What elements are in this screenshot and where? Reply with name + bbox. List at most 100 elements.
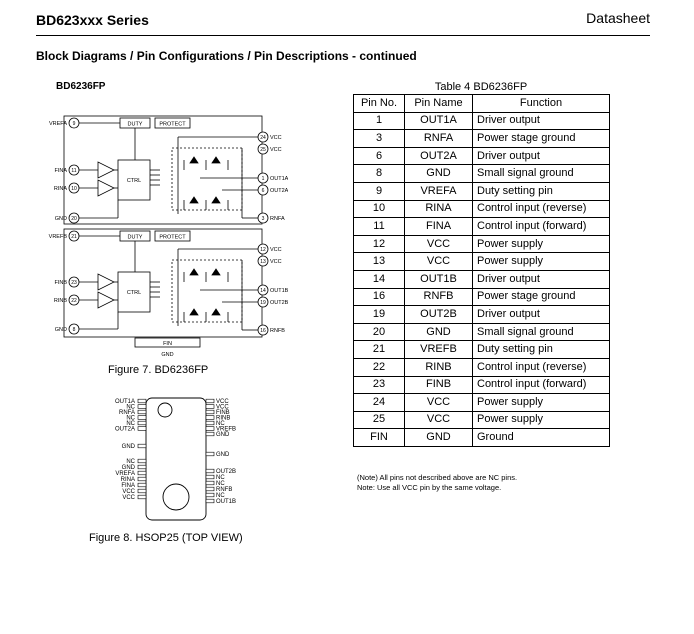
package-pin-right xyxy=(205,420,215,426)
package-pin-right xyxy=(205,404,215,409)
pin-name-cell: GND xyxy=(404,322,473,342)
package-body xyxy=(145,397,207,521)
duty-label-a: DUTY xyxy=(128,122,143,128)
function-cell: Control input (forward) xyxy=(472,217,610,236)
header-pin-no: Pin No. xyxy=(353,94,405,113)
pin-name-cell: VCC xyxy=(404,393,473,412)
package-pin-left xyxy=(137,409,147,415)
pin-number-cell: 14 xyxy=(353,269,405,289)
left-pin-number: 22 xyxy=(71,298,77,304)
right-pin-name: OUT2B xyxy=(270,300,288,306)
function-cell: Power stage ground xyxy=(472,287,610,307)
note-vcc: Note: Use all VCC pin by the same voltag… xyxy=(357,483,502,492)
package-pin-label-right: NC xyxy=(216,475,225,481)
pin-number-cell: 6 xyxy=(353,146,405,166)
pin-name-cell: RINA xyxy=(404,199,473,219)
package-pin-label-right: VREFB xyxy=(216,427,236,433)
right-pin-number: 12 xyxy=(260,247,266,253)
package-pin-right xyxy=(205,415,215,420)
right-pin-name: OUT1A xyxy=(270,176,288,182)
figure7-caption: Figure 7. BD6236FP xyxy=(108,364,209,376)
right-pin-name: VCC xyxy=(270,135,282,141)
right-pin-name: OUT1B xyxy=(270,288,288,294)
function-cell: Power supply xyxy=(472,252,610,271)
package-pin-label-left: GND xyxy=(122,465,136,471)
package-pin-left xyxy=(137,494,147,500)
right-pin-name: VCC xyxy=(270,247,282,253)
function-cell: Small signal ground xyxy=(472,164,610,183)
protect-box-b xyxy=(154,230,191,242)
right-pin-circle xyxy=(257,324,269,336)
left-pin-number: 9 xyxy=(73,121,76,127)
function-cell: Power supply xyxy=(472,410,610,430)
right-pin-number: 13 xyxy=(260,259,266,265)
right-pin-name: VCC xyxy=(270,259,282,265)
left-pin-number: 20 xyxy=(71,216,77,222)
left-pin-circle xyxy=(68,323,80,335)
package-pin-left xyxy=(137,398,147,404)
function-cell: Driver output xyxy=(472,305,610,324)
package-pin-left xyxy=(137,443,147,449)
protect-label-b: PROTECT xyxy=(159,235,186,241)
pin-name-cell: VCC xyxy=(404,410,473,430)
channel-b-box xyxy=(63,228,263,338)
function-cell: Power supply xyxy=(472,393,610,412)
pin-number-cell: 3 xyxy=(353,129,405,148)
package-pin-label-left: NC xyxy=(126,459,135,465)
left-pin-name: FINA xyxy=(54,168,67,174)
right-pin-name: RNFB xyxy=(270,328,285,334)
pin-number-cell: FIN xyxy=(353,428,405,447)
header-function: Function xyxy=(472,94,610,113)
package-pin-left xyxy=(137,470,147,476)
function-cell: Driver output xyxy=(472,146,610,166)
package-pin-label-left: VREFA xyxy=(115,471,135,477)
part-name: BD6236FP xyxy=(56,81,106,92)
pin-number-cell: 9 xyxy=(353,181,405,201)
pin-number-cell: 19 xyxy=(353,305,405,324)
package-pin-label-left: OUT2A xyxy=(115,427,135,433)
pin-number-cell: 21 xyxy=(353,340,405,359)
package-pin-label-left: OUT1A xyxy=(115,399,135,405)
function-cell: Control input (forward) xyxy=(472,375,610,395)
package-pin-label-left: NC xyxy=(126,416,135,422)
right-pin-circle xyxy=(257,296,269,308)
series-title: BD623xxx Series xyxy=(36,12,149,28)
package-pin-label-right: NC xyxy=(216,421,225,427)
pin-name-cell: GND xyxy=(404,164,473,183)
pin-name-cell: OUT2A xyxy=(404,146,473,166)
package-pin-right xyxy=(205,474,215,480)
pin-name-cell: OUT1B xyxy=(404,269,473,289)
pin-number-cell: 23 xyxy=(353,375,405,395)
left-pin-circle xyxy=(68,182,80,194)
function-cell: Duty setting pin xyxy=(472,181,610,201)
pin-number-cell: 25 xyxy=(353,410,405,430)
package-pin-label-left: VCC xyxy=(122,495,135,501)
package-pin-label-right: VCC xyxy=(216,399,229,405)
left-pin-number: 21 xyxy=(71,234,77,240)
right-pin-number: 1 xyxy=(262,176,265,182)
pin-number-cell: 20 xyxy=(353,322,405,342)
header-pin-name: Pin Name xyxy=(404,94,473,113)
block-diagram: DUTY PROTECT DUTY PROTECT CTRL CTRL FIN … xyxy=(49,115,288,358)
ctrl-label-b: CTRL xyxy=(127,290,141,296)
comparator-a2 xyxy=(97,179,115,197)
left-pin-circle xyxy=(68,212,80,224)
package-pin-label-left: GND xyxy=(122,444,136,450)
package-pin-label-left: NC xyxy=(126,421,135,427)
pin1-marker xyxy=(157,402,173,418)
package-diagram: OUT1ANCRNFANCNCOUT2AGNDNCGNDVREFARINAFIN… xyxy=(115,397,236,521)
pin-number-cell: 1 xyxy=(353,111,405,131)
pin-name-cell: FINB xyxy=(404,375,473,395)
package-pin-label-left: NC xyxy=(126,405,135,411)
pin-name-cell: RNFA xyxy=(404,129,473,148)
